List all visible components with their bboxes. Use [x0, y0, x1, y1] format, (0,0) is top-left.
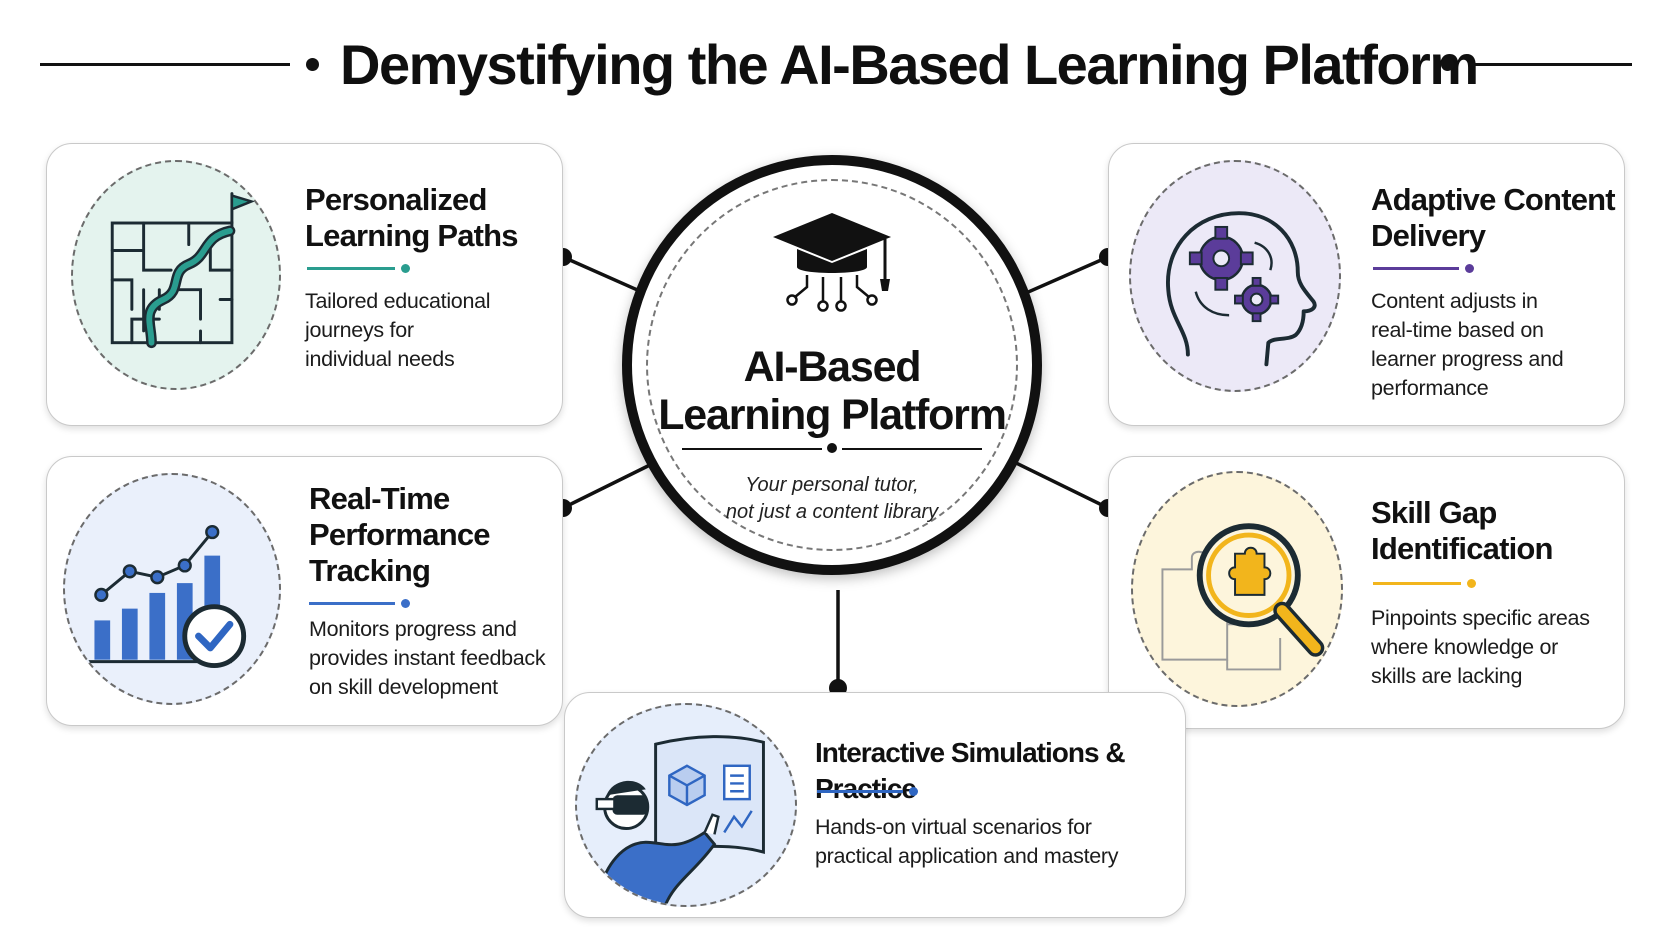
vr-headset-simulation-icon: [595, 735, 765, 905]
adaptive-rule: [1373, 267, 1459, 270]
title-left-rule: [40, 63, 290, 66]
card-skill-gap-identification: Skill Gap Identification Pinpoints speci…: [1108, 456, 1625, 729]
page-title: Demystifying the AI-Based Learning Platf…: [340, 33, 1479, 96]
personalized-icon-circle: [71, 160, 281, 390]
adaptive-description: Content adjusts in real-time based on le…: [1371, 289, 1564, 400]
personalized-description: Tailored educational journeys for indivi…: [305, 289, 491, 371]
title-right-dot: [1441, 58, 1454, 71]
card-real-time-performance-tracking: Real-Time Performance Tracking Monitors …: [46, 456, 563, 726]
tracking-icon-circle: [63, 473, 281, 705]
title-left-dot: [306, 58, 319, 71]
card-interactive-simulations: Interactive Simulations & Practice Hands…: [564, 692, 1186, 918]
hub-rule-dot: [827, 443, 837, 453]
hub-tagline: Your personal tutor, not just a content …: [725, 474, 939, 523]
adaptive-rule-dot: [1465, 264, 1474, 273]
skillgap-rule: [1373, 582, 1461, 585]
tracking-title: Real-Time Performance Tracking: [309, 481, 491, 588]
tracking-description: Monitors progress and provides instant f…: [309, 617, 546, 699]
personalized-title: Personalized Learning Paths: [305, 182, 519, 253]
title-row: Demystifying the AI-Based Learning Platf…: [0, 28, 1672, 98]
skillgap-rule-dot: [1467, 579, 1476, 588]
skillgap-title: Skill Gap Identification: [1371, 495, 1553, 566]
hub-title: AI-Based Learning Platform: [658, 343, 1007, 439]
bar-chart-check-icon: [88, 524, 247, 669]
central-hub: AI-Based Learning Platform Your personal…: [622, 155, 1042, 575]
simulation-icon-circle: [575, 703, 797, 907]
hub-dashed-ring: [646, 179, 1018, 551]
simulation-rule-dot: [909, 787, 918, 796]
skillgap-description: Pinpoints specific areas where knowledge…: [1371, 606, 1590, 688]
hub-rule-left: [682, 448, 822, 450]
maze-path-flag-icon: [110, 192, 256, 349]
card-personalized-learning-paths: Personalized Learning Paths Tailored edu…: [46, 143, 563, 426]
skillgap-icon-circle: [1131, 471, 1343, 707]
simulation-rule: [817, 790, 903, 793]
personalized-rule: [307, 267, 395, 270]
magnifier-puzzle-icon: [1161, 523, 1325, 671]
hub-rule-right: [842, 448, 982, 450]
adaptive-title: Adaptive Content Delivery: [1371, 182, 1616, 253]
head-gears-icon: [1166, 211, 1317, 367]
simulation-description: Hands-on virtual scenarios for practical…: [815, 815, 1119, 868]
tracking-rule: [309, 602, 395, 605]
personalized-rule-dot: [401, 264, 410, 273]
tracking-rule-dot: [401, 599, 410, 608]
adaptive-icon-circle: [1129, 160, 1341, 392]
title-right-rule: [1470, 63, 1632, 66]
card-adaptive-content-delivery: Adaptive Content Delivery Content adjust…: [1108, 143, 1625, 426]
graduation-cap-circuit-icon: [773, 213, 891, 312]
simulation-title: Interactive Simulations & Practice: [815, 737, 1126, 804]
